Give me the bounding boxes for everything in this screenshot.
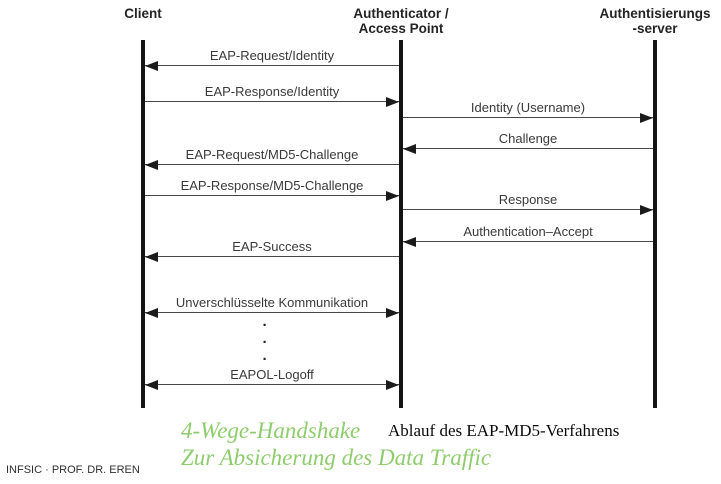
message-label: Challenge [498, 131, 558, 146]
message-label: EAP-Response/Identity [204, 84, 340, 99]
message-label: EAP-Success [232, 239, 312, 254]
message-label: EAP-Response/MD5-Challenge [180, 178, 364, 193]
message-line [403, 209, 653, 211]
message-label: EAP-Request/MD5-Challenge [185, 147, 359, 162]
arrowhead-right [386, 191, 399, 201]
arrowhead-left [145, 61, 158, 71]
message-label: Response [498, 192, 558, 207]
arrowhead-right [640, 113, 653, 123]
continuation-dot: · [262, 334, 268, 351]
arrowhead-right [386, 308, 399, 318]
message-line [145, 101, 399, 103]
message-line [403, 148, 653, 150]
arrowhead-left [403, 144, 416, 154]
arrowhead-right [386, 97, 399, 107]
arrowhead-left [145, 252, 158, 262]
message-line [145, 65, 399, 67]
handshake-note-line1: 4-Wege-Handshake [181, 418, 361, 443]
arrowhead-left [145, 160, 158, 170]
message-line [145, 384, 399, 386]
message-label: EAP-Request/Identity [209, 48, 335, 63]
message-line [403, 117, 653, 119]
arrowhead-right [640, 205, 653, 215]
actor-title-authenticator: Authenticator /Access Point [353, 6, 449, 36]
arrowhead-left [145, 308, 158, 318]
message-label: Unverschlüsselte Kommunikation [175, 295, 369, 310]
diagram-caption: Ablauf des EAP-MD5-Verfahrens [388, 421, 620, 440]
footer-credit: INFSIC · PROF. DR. EREN [6, 464, 140, 476]
lifeline-server [653, 40, 657, 408]
arrowhead-left [403, 237, 416, 247]
message-line [403, 241, 653, 243]
message-line [145, 312, 399, 314]
handshake-note-line2: Zur Absicherung des Data Traffic [181, 445, 492, 470]
message-label: EAPOL-Logoff [230, 367, 314, 382]
continuation-dot: · [262, 317, 268, 334]
lifeline-authenticator [399, 40, 403, 408]
arrowhead-left [145, 380, 158, 390]
message-line [145, 256, 399, 258]
message-line [145, 195, 399, 197]
actor-title-client: Client [124, 6, 162, 21]
message-line [145, 164, 399, 166]
lifeline-client [141, 40, 145, 408]
message-label: Authentication–Accept [463, 224, 593, 239]
actor-title-server: Authentisierungs-server [599, 6, 711, 36]
message-label: Identity (Username) [470, 100, 586, 115]
arrowhead-right [386, 380, 399, 390]
continuation-dot: · [262, 351, 268, 368]
